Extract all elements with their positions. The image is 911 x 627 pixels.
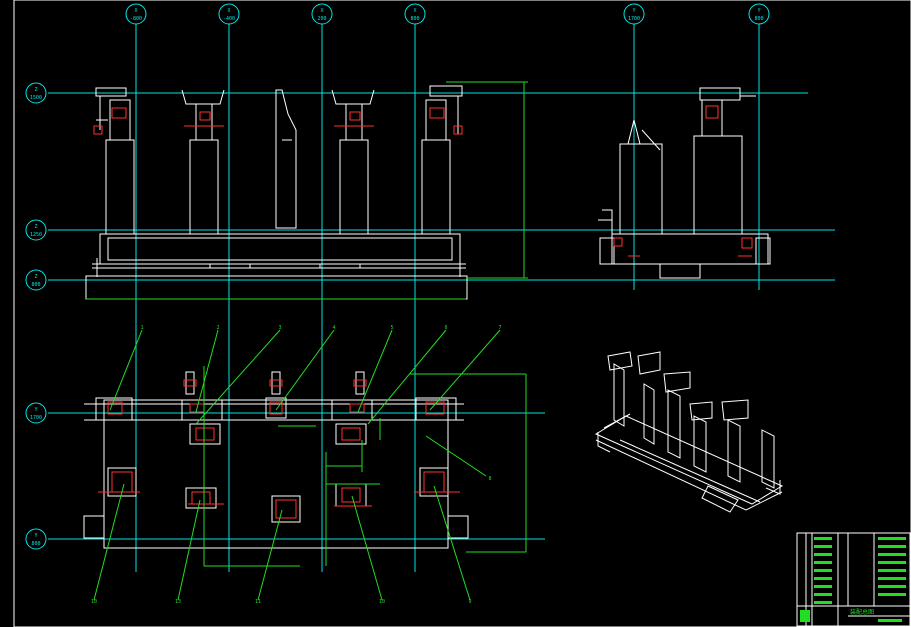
callout-10a: 10 (91, 599, 97, 605)
axis-letter: Y (757, 8, 760, 14)
axis-bubble-y-plan-2: Y 800 (25, 528, 47, 550)
callout-3: 3 (278, 325, 281, 331)
axis-letter: Z (34, 87, 37, 93)
callout-5: 5 (390, 325, 393, 331)
axis-bubble-y-plan-1: Y 1700 (25, 402, 47, 424)
axis-value: 1500 (30, 95, 42, 101)
front-elevation-view (85, 81, 528, 300)
axis-letter: Y (34, 407, 37, 413)
axis-bubble-x3: X 200 (311, 3, 333, 25)
callout-9: 9 (468, 599, 471, 605)
callout-6: 6 (444, 325, 447, 331)
axis-value: 800 (31, 541, 40, 547)
plan-view (83, 366, 527, 567)
callout-4: 4 (332, 325, 335, 331)
axis-letter: X (227, 8, 230, 14)
axis-value: -800 (130, 16, 142, 22)
callout-10b: 10 (379, 599, 385, 605)
callout-13: 13 (175, 599, 181, 605)
callout-7: 7 (498, 325, 501, 331)
axis-value: 800 (410, 16, 419, 22)
isometric-view (594, 351, 784, 513)
callout-2: 2 (216, 325, 219, 331)
axis-bubble-x2: X -400 (218, 3, 240, 25)
axis-bubble-z2: Z 1250 (25, 219, 47, 241)
axis-letter: Y (34, 533, 37, 539)
axis-value: 1250 (30, 232, 42, 238)
title-block: 装配总图 (796, 532, 911, 627)
axis-letter: X (134, 8, 137, 14)
axis-value: 800 (31, 282, 40, 288)
axis-bubble-y-side-1: Y 1700 (623, 3, 645, 25)
axis-bubble-x4: X 800 (404, 3, 426, 25)
axis-bubble-z1: Z 1500 (25, 82, 47, 104)
plan-leaders (93, 329, 501, 601)
axis-bubble-z3: Z 800 (25, 269, 47, 291)
axis-letter: Z (34, 274, 37, 280)
axis-bubble-x1: X -800 (125, 3, 147, 25)
callout-8: 8 (488, 476, 491, 482)
axis-letter: Y (632, 8, 635, 14)
callout-11: 11 (255, 599, 261, 605)
axis-letter: Z (34, 224, 37, 230)
axis-bubble-y-side-2: Y 800 (748, 3, 770, 25)
axis-value: 200 (317, 16, 326, 22)
axis-value: -400 (223, 16, 235, 22)
axis-letter: X (320, 8, 323, 14)
callout-1: 1 (140, 325, 143, 331)
axis-value: 1700 (628, 16, 640, 22)
side-elevation-view (598, 87, 771, 279)
axis-value: 800 (754, 16, 763, 22)
axis-value: 1700 (30, 415, 42, 421)
callout-labels: 1 2 3 4 5 6 7 8 10 13 11 10 9 (91, 325, 502, 605)
title-block-name: 装配总图 (850, 608, 874, 616)
drawing-frame (13, 0, 911, 627)
axis-letter: X (413, 8, 416, 14)
